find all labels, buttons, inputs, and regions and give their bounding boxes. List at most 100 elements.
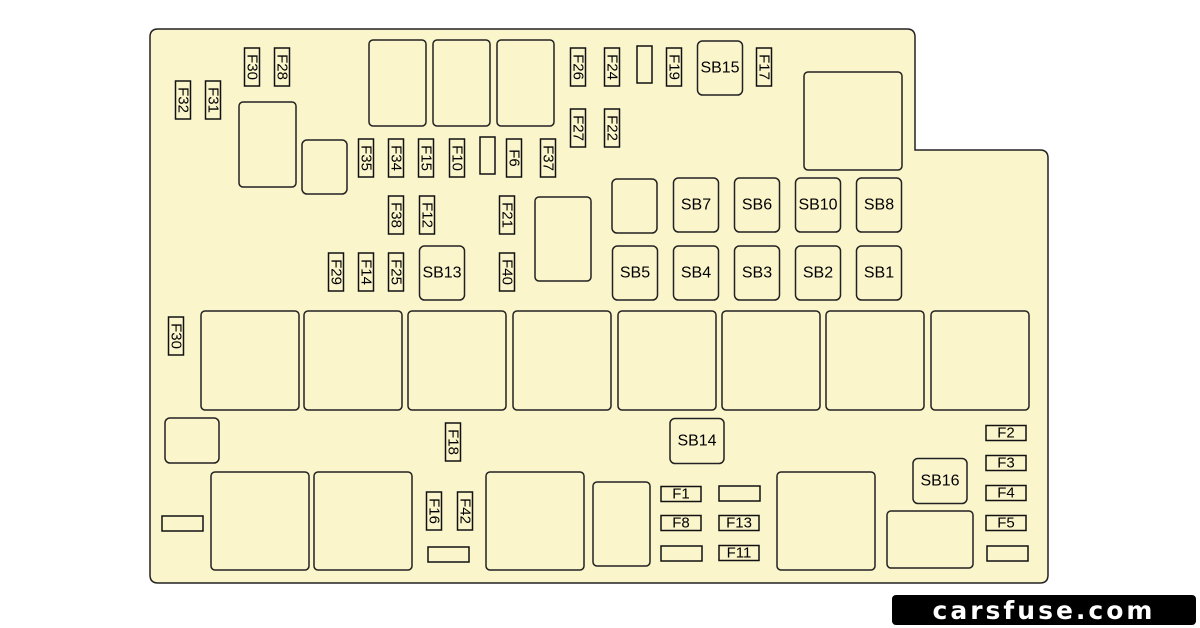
fuse-sb13: SB13	[418, 245, 466, 301]
fuse-sb3: SB3	[733, 245, 781, 301]
fuse-sb1: SB1	[855, 245, 903, 301]
relay	[238, 101, 297, 188]
relay	[485, 471, 585, 571]
fuse-f4: F4	[985, 485, 1027, 502]
fuse-label: F27	[570, 115, 587, 141]
fuse-f10: F10	[449, 138, 466, 178]
empty-fuse-slot	[427, 546, 470, 563]
fuse-label: F29	[328, 259, 345, 285]
fuse-f5: F5	[985, 515, 1027, 532]
relay	[803, 71, 903, 171]
fuse-label: F37	[540, 145, 557, 171]
fuse-label: F1	[672, 486, 690, 503]
fuse-f18: F18	[445, 422, 462, 462]
fuse-f25: F25	[388, 252, 405, 292]
relay	[611, 178, 658, 234]
fuse-f36: F30	[244, 47, 261, 87]
fuse-sb4: SB4	[672, 245, 720, 301]
fuse-label: F21	[499, 202, 516, 228]
fuse-f13: F13	[718, 515, 760, 532]
fuse-f28: F28	[274, 47, 291, 87]
fuse-sb10: SB10	[794, 177, 842, 233]
fuse-f38: F38	[388, 195, 405, 235]
fuse-label: F40	[499, 259, 516, 285]
fuse-f17: F17	[756, 47, 773, 87]
fuse-f22: F22	[604, 108, 621, 148]
fuse-f12: F12	[419, 195, 436, 235]
fuse-label: SB4	[681, 265, 711, 282]
empty-fuse-slot	[636, 45, 653, 84]
relay	[301, 139, 348, 195]
fuse-label: F22	[604, 115, 621, 141]
relay	[313, 471, 413, 571]
fuse-label: F4	[997, 485, 1015, 502]
fuse-label: SB3	[742, 265, 772, 282]
watermark-text: carsfuse.com	[932, 595, 1156, 625]
fuse-label: F32	[175, 87, 192, 113]
fuse-sb6: SB6	[733, 177, 781, 233]
fuse-f29: F29	[328, 252, 345, 292]
relay	[407, 310, 507, 411]
fuse-f24: F24	[604, 47, 621, 87]
relay	[617, 310, 717, 411]
fuse-label: F3	[997, 455, 1015, 472]
fuse-f16: F16	[426, 491, 443, 531]
fuse-label: F24	[604, 54, 621, 80]
fuse-f6: F6	[506, 138, 523, 178]
fuse-f32: F32	[175, 80, 192, 120]
relay	[432, 39, 491, 127]
fuse-sb2: SB2	[794, 245, 842, 301]
relay	[825, 310, 925, 411]
fuse-label: F25	[388, 259, 405, 285]
fuse-label: SB1	[864, 265, 894, 282]
fuse-label: F31	[205, 87, 222, 113]
relay	[512, 310, 612, 411]
empty-fuse-slot	[986, 545, 1029, 562]
fuse-sb7: SB7	[672, 177, 720, 233]
fuse-label: F17	[756, 54, 773, 80]
fuse-f14: F14	[358, 252, 375, 292]
relay	[592, 481, 651, 567]
fuse-f11: F11	[718, 545, 760, 562]
fuse-label: F2	[997, 425, 1015, 442]
fuse-f35: F35	[358, 138, 375, 178]
fuse-label: SB15	[700, 60, 739, 77]
vertical-fuses: F30 F28 F32 F31 F26 F24 F19 F17	[168, 47, 773, 531]
relay	[368, 39, 427, 127]
fuse-sb8: SB8	[855, 177, 903, 233]
empty-fuse-slot	[479, 136, 496, 175]
empty-fuse-slot	[660, 545, 703, 562]
fuse-f40: F40	[499, 252, 516, 292]
fuse-label: F11	[727, 545, 752, 562]
fuse-label: SB10	[798, 197, 837, 214]
relay	[496, 39, 555, 127]
fuse-label: F26	[570, 54, 587, 80]
empty-fuse-slot	[161, 515, 204, 532]
fuse-label: F28	[274, 54, 291, 80]
relay	[303, 310, 403, 411]
fuse-label: F8	[672, 515, 690, 532]
fuse-label: F35	[358, 145, 375, 171]
relay	[721, 310, 821, 411]
fuse-sb14: SB15	[696, 40, 744, 96]
fuse-f26: F26	[570, 47, 587, 87]
fuse-label: F30	[168, 323, 185, 349]
fuse-label: F14	[358, 259, 375, 285]
fuse-label: F19	[666, 54, 683, 80]
fuse-f31: F31	[205, 80, 222, 120]
fuse-label: SB14	[677, 433, 716, 450]
horizontal-fuses: F1 F8 F13 F11 F2 F3 F4 F5	[660, 425, 1027, 562]
fuse-label: SB2	[803, 265, 833, 282]
fuse-label: F42	[457, 498, 474, 524]
fuse-f15: F15	[418, 138, 435, 178]
fuse-f21: F21	[499, 195, 516, 235]
fuse-label: F15	[418, 145, 435, 171]
fuse-f8: F8	[660, 515, 702, 532]
fuse-label: F6	[506, 149, 523, 167]
fuse-label: F13	[726, 515, 752, 532]
relay	[210, 471, 310, 571]
empty-fuse-slot	[718, 485, 761, 502]
fuse-label: F10	[449, 145, 466, 171]
sb-fuses: SB15 SB7 SB6 SB10 SB8 SB5 SB4 SB3	[418, 40, 968, 505]
